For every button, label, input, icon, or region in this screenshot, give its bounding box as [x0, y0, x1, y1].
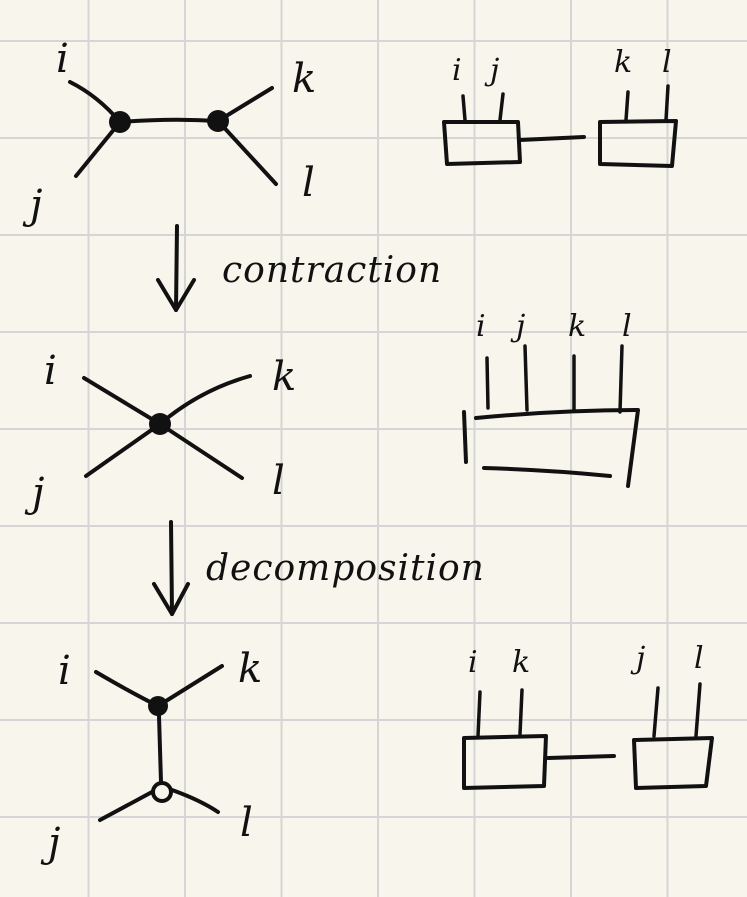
row3-leg-j — [98, 790, 154, 822]
row3-box-right-legs — [652, 682, 702, 738]
row1-box-right-legs — [624, 84, 670, 122]
row1-box-label-j: j — [484, 53, 499, 88]
row2-box-label-j: j — [510, 309, 525, 344]
row2-box-left-edge — [462, 410, 468, 464]
row3-box-label-k: k — [512, 645, 530, 680]
row3-bond — [157, 714, 163, 784]
row3-node-bottom — [151, 781, 173, 803]
row3-graph: i k j l — [40, 646, 262, 866]
arrow-1-shaft — [174, 224, 179, 312]
row3-boxes: i k j l — [462, 641, 714, 790]
row3-leg-i — [94, 670, 160, 708]
row2-leg-j — [84, 422, 162, 478]
row3-leg-l — [170, 788, 220, 814]
row2-label-k: k — [272, 354, 296, 400]
row2-label-j: j — [24, 470, 44, 516]
row2-label-l: l — [272, 458, 285, 504]
row3-box-right — [632, 736, 714, 790]
row1-box-bond — [518, 135, 586, 142]
row1-label-k: k — [292, 56, 316, 102]
row2-box-bottom — [482, 466, 612, 478]
row2-leg-i — [82, 376, 162, 426]
row2-label-i: i — [44, 348, 57, 394]
row2-box: i j k l — [462, 309, 640, 488]
row3-label-k: k — [238, 646, 262, 692]
row1-label-j: j — [22, 182, 42, 228]
row3-box-label-j: j — [630, 641, 645, 676]
row1-label-l: l — [302, 160, 315, 206]
row3-node-top — [148, 696, 168, 716]
row2-node — [149, 413, 171, 435]
row1-node-left — [109, 111, 131, 133]
row1-label-i: i — [56, 36, 69, 82]
row1-box-label-l: l — [662, 45, 672, 80]
row1-boxes: i j k l — [442, 45, 678, 168]
row1-box-label-k: k — [614, 45, 632, 80]
row2-leg-k — [158, 374, 252, 426]
row3-box-left-legs — [476, 688, 524, 738]
row1-leg-l — [216, 119, 278, 186]
row2-box-legs — [485, 344, 624, 414]
row2-box-label-l: l — [622, 309, 632, 344]
row2-leg-l — [158, 422, 244, 480]
row3-box-label-i: i — [468, 645, 478, 680]
row1-leg-j — [74, 120, 122, 178]
row3-leg-k — [156, 664, 224, 708]
row2-graph: i j k l — [24, 348, 296, 516]
row1-box-label-i: i — [452, 53, 462, 88]
step-decomposition-label: decomposition — [206, 548, 485, 589]
row3-box-label-l: l — [694, 641, 704, 676]
row2-box-label-k: k — [568, 309, 586, 344]
arrow-1-head — [156, 278, 196, 312]
row1-box-left-legs — [461, 92, 505, 122]
step-contraction-label: contraction — [222, 250, 442, 291]
contraction-arrow — [156, 224, 196, 312]
row3-label-l: l — [240, 800, 253, 846]
row2-box-label-i: i — [476, 309, 486, 344]
row3-label-i: i — [58, 648, 71, 694]
row1-box-right — [598, 119, 678, 168]
arrow-2-shaft — [169, 520, 174, 616]
decomposition-arrow — [152, 520, 190, 616]
arrow-2-head — [152, 582, 190, 616]
row1-graph: i j k l — [22, 36, 316, 228]
row3-box-left — [462, 734, 548, 790]
row2-box-top-right — [474, 408, 640, 488]
row1-node-right — [207, 110, 229, 132]
row1-bond — [118, 117, 220, 124]
row1-box-left — [442, 120, 522, 166]
row3-box-bond — [546, 754, 616, 760]
row3-label-j: j — [40, 820, 60, 866]
